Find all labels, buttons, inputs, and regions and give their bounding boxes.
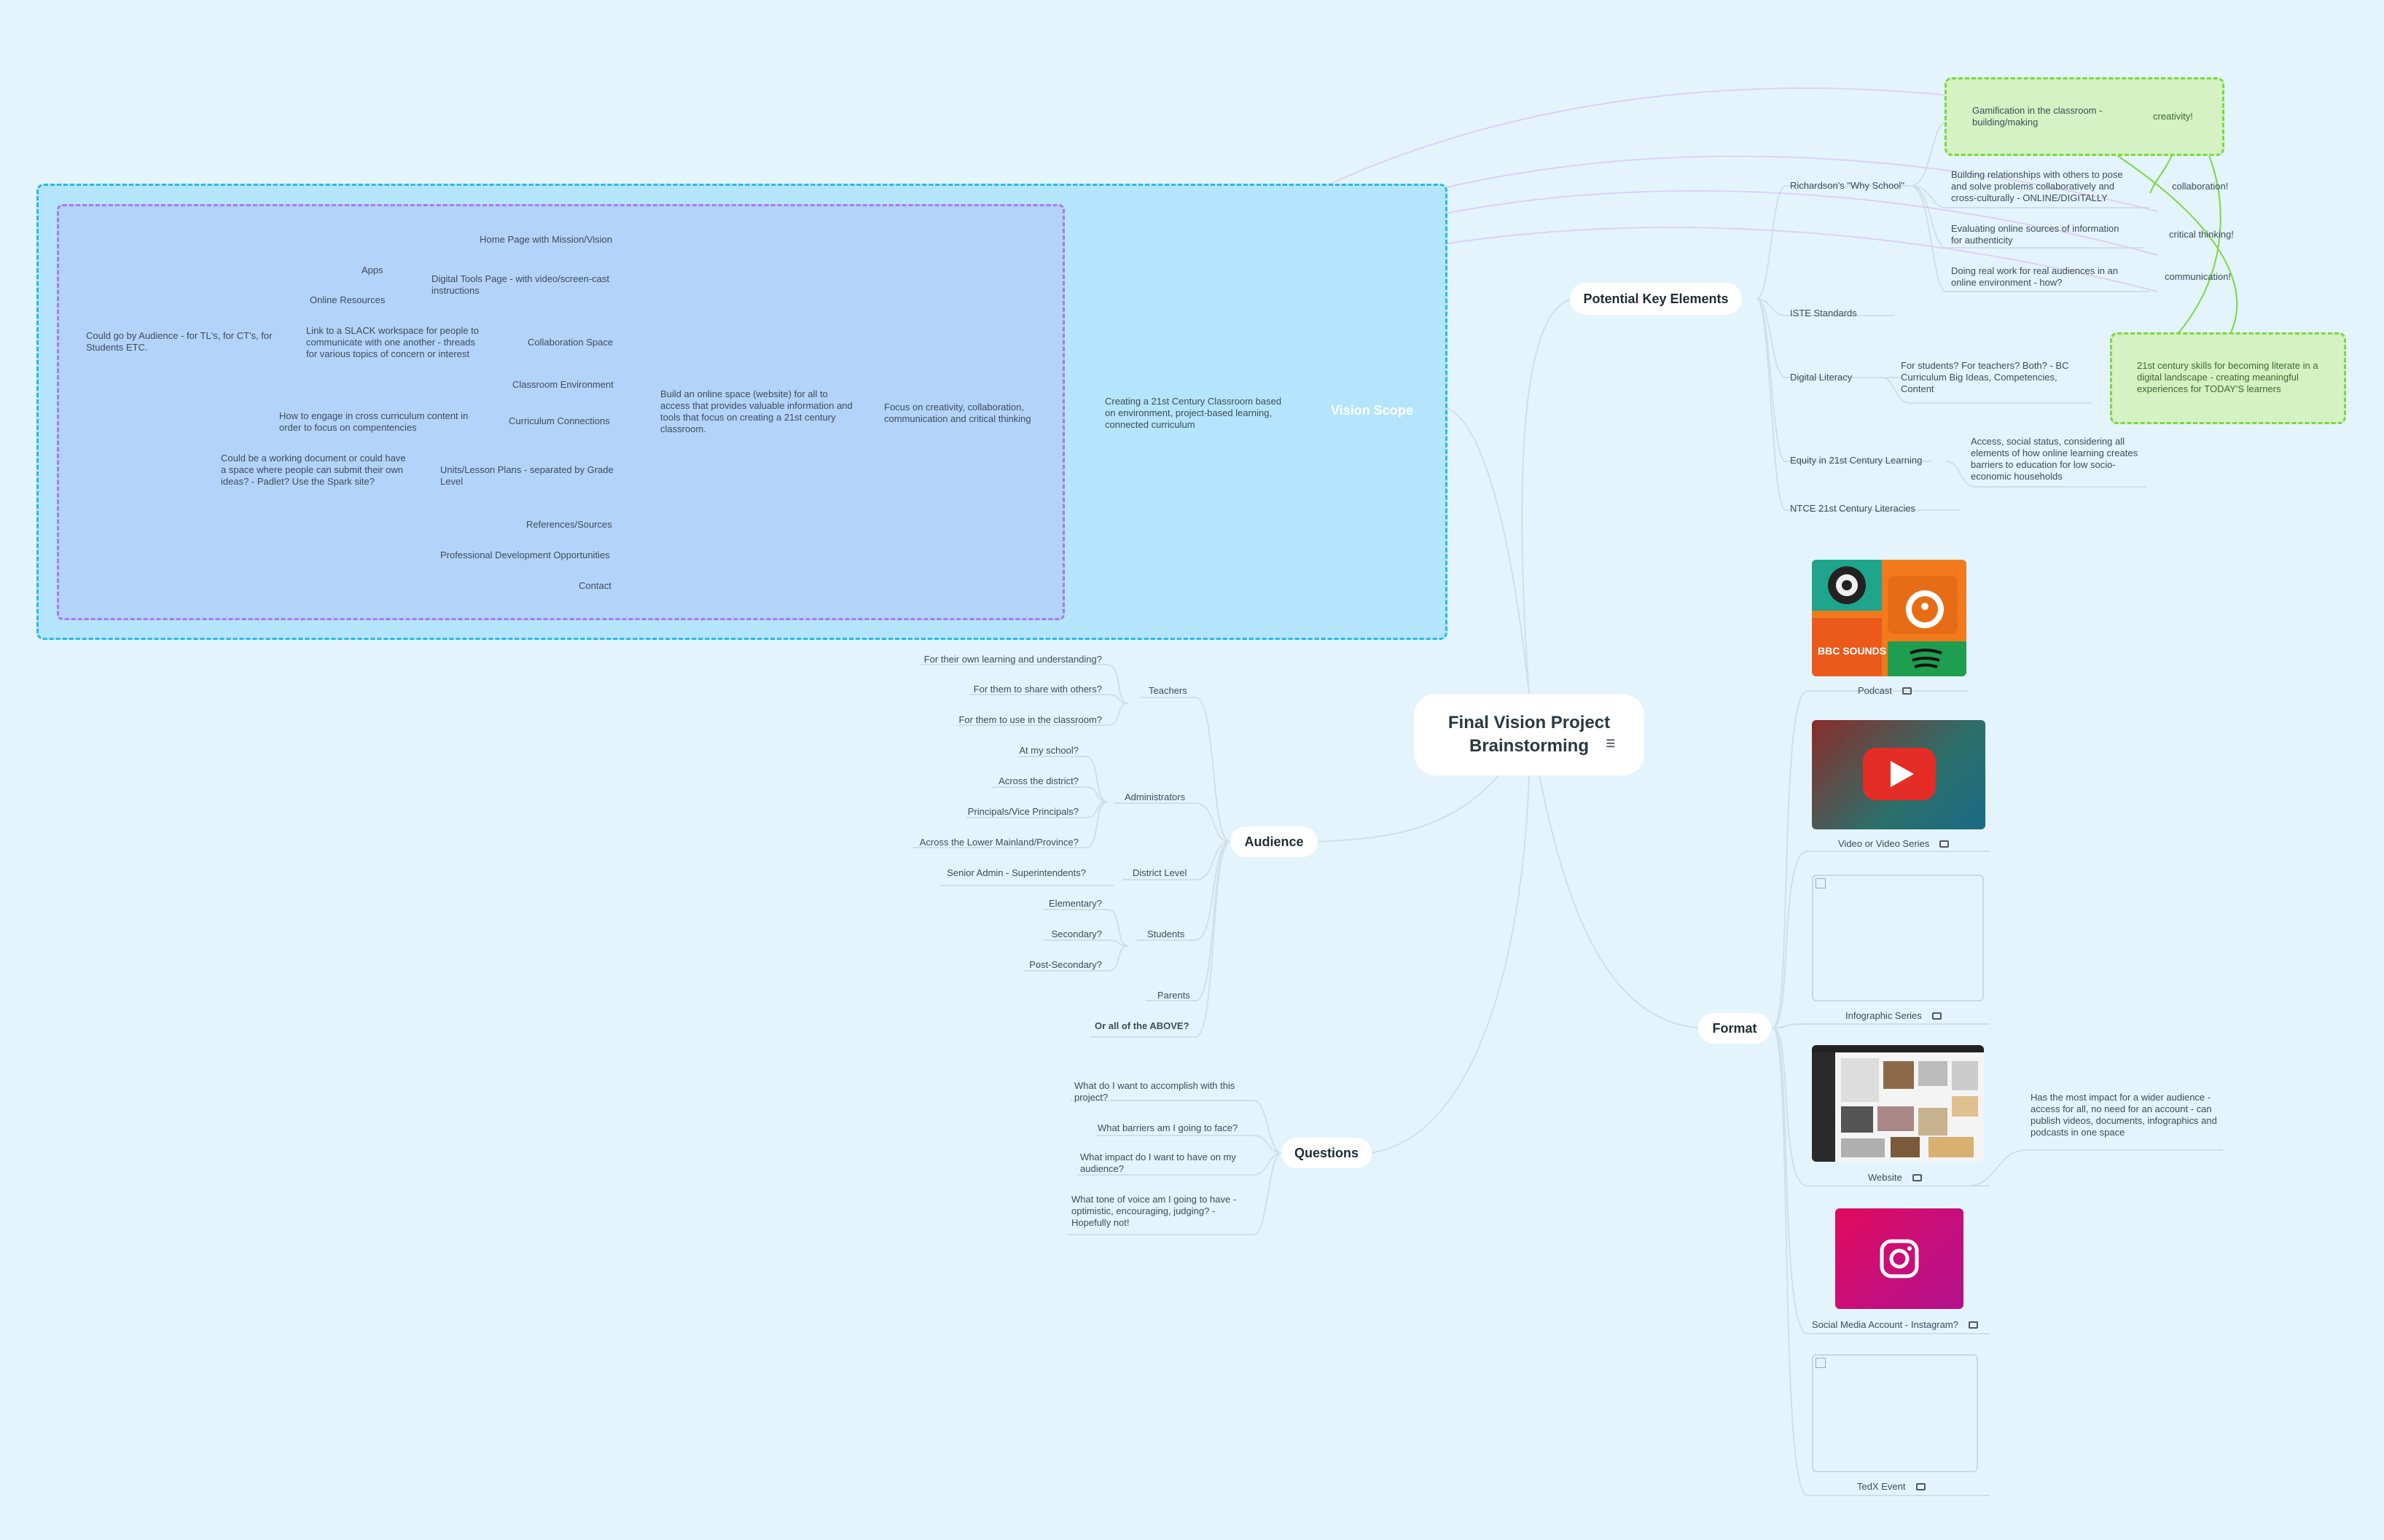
audience-topic[interactable]: Audience <box>1230 826 1318 857</box>
students-q2[interactable]: Secondary? <box>1051 929 1102 939</box>
equity-node[interactable]: Equity in 21st Century Learning <box>1790 455 1923 466</box>
creativity-node[interactable]: creativity! <box>2153 111 2193 122</box>
creating-node[interactable]: Creating a 21st Century Classroom based … <box>1105 396 1282 430</box>
engage-node[interactable]: How to engage in cross curriculum conten… <box>279 410 469 433</box>
creativity-group <box>1945 77 2224 156</box>
students-node[interactable]: Students <box>1147 929 1185 939</box>
video-text: Video or Video Series <box>1838 838 1930 849</box>
digital-literacy-node[interactable]: Digital Literacy <box>1790 372 1853 383</box>
website-text: Website <box>1868 1172 1902 1183</box>
evaluating-node[interactable]: Evaluating online sources of information… <box>1951 223 2119 246</box>
question-2[interactable]: What barriers am I going to face? <box>1098 1122 1238 1133</box>
for-who-node[interactable]: For students? For teachers? Both? - BC C… <box>1901 360 2069 394</box>
podcast-label[interactable]: Podcast <box>1858 685 1912 697</box>
digital-tools-node[interactable]: Digital Tools Page - with video/screen-c… <box>431 273 609 296</box>
podcast-logo-text: BBC SOUNDS <box>1818 645 1886 657</box>
contact-node[interactable]: Contact <box>579 580 611 591</box>
real-work-node[interactable]: Doing real work for real audiences in an… <box>1951 265 2119 288</box>
instagram-icon <box>1880 1239 1919 1278</box>
tedx-text: TedX Event <box>1857 1481 1906 1492</box>
podcast-text: Podcast <box>1858 685 1892 696</box>
broken-image-icon <box>1816 1358 1826 1368</box>
infographic-image-placeholder[interactable] <box>1812 875 1984 1001</box>
skills-summary-box <box>2110 332 2346 424</box>
instagram-text: Social Media Account - Instagram? <box>1812 1319 1958 1330</box>
teachers-q2[interactable]: For them to share with others? <box>973 684 1102 695</box>
students-q1[interactable]: Elementary? <box>1049 898 1102 909</box>
podcast-image[interactable]: BBC SOUNDS <box>1812 560 1966 676</box>
apps-node[interactable]: Apps <box>361 265 383 275</box>
teachers-q3[interactable]: For them to use in the classroom? <box>958 714 1102 725</box>
pd-opportunities-node[interactable]: Professional Development Opportunities <box>440 550 610 560</box>
tedx-label[interactable]: TedX Event <box>1857 1481 1926 1493</box>
infographic-label[interactable]: Infographic Series <box>1845 1010 1942 1022</box>
iste-node[interactable]: ISTE Standards <box>1790 308 1857 318</box>
website-boundary <box>57 204 1065 620</box>
note-list-icon[interactable]: ☰ <box>1606 738 1615 749</box>
access-node[interactable]: Access, social status, considering all e… <box>1971 436 2138 482</box>
instagram-image[interactable] <box>1835 1208 1963 1309</box>
image-icon[interactable] <box>1931 1012 1942 1020</box>
students-q3[interactable]: Post-Secondary? <box>1029 959 1102 970</box>
admins-q4[interactable]: Across the Lower Mainland/Province? <box>919 837 1079 848</box>
questions-topic[interactable]: Questions <box>1281 1138 1372 1168</box>
administrators-node[interactable]: Administrators <box>1125 792 1186 802</box>
admins-q3[interactable]: Principals/Vice Principals? <box>967 806 1079 817</box>
website-impact-node[interactable]: Has the most impact for a wider audience… <box>2031 1092 2217 1138</box>
curriculum-connections-node[interactable]: Curriculum Connections <box>509 415 610 426</box>
image-icon[interactable] <box>1915 1483 1926 1490</box>
website-image[interactable] <box>1812 1045 1984 1162</box>
website-screenshot-icon <box>1812 1045 1984 1162</box>
why-school-node[interactable]: Richardson's "Why School" <box>1790 180 1904 191</box>
parents-node[interactable]: Parents <box>1157 990 1190 1001</box>
broken-image-icon <box>1816 878 1826 888</box>
collaboration-node[interactable]: collaboration! <box>2172 181 2229 192</box>
youtube-icon <box>1863 748 1936 800</box>
admins-q1[interactable]: At my school? <box>1019 745 1079 756</box>
podcast-apps-icon: BBC SOUNDS <box>1812 560 1966 676</box>
audience-idea-node[interactable]: Could go by Audience - for TL's, for CT'… <box>86 330 273 353</box>
video-image[interactable] <box>1812 720 1985 829</box>
relationships-node[interactable]: Building relationships with others to po… <box>1951 169 2123 203</box>
district-q1[interactable]: Senior Admin - Superintendents? <box>947 867 1086 878</box>
working-document-node[interactable]: Could be a working document or could hav… <box>221 453 406 487</box>
references-node[interactable]: References/Sources <box>526 519 612 530</box>
ncte-node[interactable]: NTCE 21st Century Literacies <box>1790 503 1915 514</box>
key-elements-topic[interactable]: Potential Key Elements <box>1570 283 1742 315</box>
tedx-image-placeholder[interactable] <box>1812 1354 1978 1472</box>
communication-node[interactable]: communication! <box>2165 271 2232 282</box>
question-4[interactable]: What tone of voice am I going to have - … <box>1071 1194 1237 1228</box>
collaboration-space-node[interactable]: Collaboration Space <box>528 337 614 348</box>
district-level-node[interactable]: District Level <box>1133 867 1187 878</box>
image-icon[interactable] <box>1902 687 1912 695</box>
website-label[interactable]: Website <box>1868 1172 1922 1184</box>
gamification-node[interactable]: Gamification in the classroom - building… <box>1972 105 2103 128</box>
classroom-environment-node[interactable]: Classroom Environment <box>512 379 614 390</box>
slack-node[interactable]: Link to a SLACK workspace for people to … <box>306 325 480 359</box>
infographic-text: Infographic Series <box>1845 1010 1922 1021</box>
online-resources-node[interactable]: Online Resources <box>310 294 386 305</box>
all-above-node[interactable]: Or all of the ABOVE? <box>1095 1020 1189 1031</box>
units-lesson-plans-node[interactable]: Units/Lesson Plans - separated by Grade … <box>440 464 614 487</box>
video-label[interactable]: Video or Video Series <box>1838 838 1950 850</box>
instagram-label[interactable]: Social Media Account - Instagram? <box>1812 1319 1978 1331</box>
teachers-node[interactable]: Teachers <box>1149 685 1187 696</box>
teachers-q1[interactable]: For their own learning and understanding… <box>923 654 1102 665</box>
question-3[interactable]: What impact do I want to have on my audi… <box>1080 1152 1236 1174</box>
skills-node[interactable]: 21st century skills for becoming literat… <box>2137 360 2318 394</box>
vision-scope-label[interactable]: Vision Scope <box>1331 403 1413 418</box>
image-icon[interactable] <box>1912 1174 1922 1181</box>
critical-thinking-node[interactable]: critical thinking! <box>2169 229 2234 240</box>
central-title: Final Vision Project Brainstorming <box>1447 713 1611 756</box>
question-1[interactable]: What do I want to accomplish with this p… <box>1074 1080 1235 1103</box>
central-topic[interactable]: Final Vision Project Brainstorming☰ <box>1414 694 1644 775</box>
home-page-node[interactable]: Home Page with Mission/Vision <box>480 234 612 245</box>
focus-node[interactable]: Focus on creativity, collaboration, comm… <box>884 402 1031 424</box>
format-topic[interactable]: Format <box>1698 1013 1771 1044</box>
image-icon[interactable] <box>1968 1321 1978 1329</box>
build-node[interactable]: Build an online space (website) for all … <box>660 388 853 434</box>
admins-q2[interactable]: Across the district? <box>998 775 1079 786</box>
image-icon[interactable] <box>1939 840 1950 848</box>
